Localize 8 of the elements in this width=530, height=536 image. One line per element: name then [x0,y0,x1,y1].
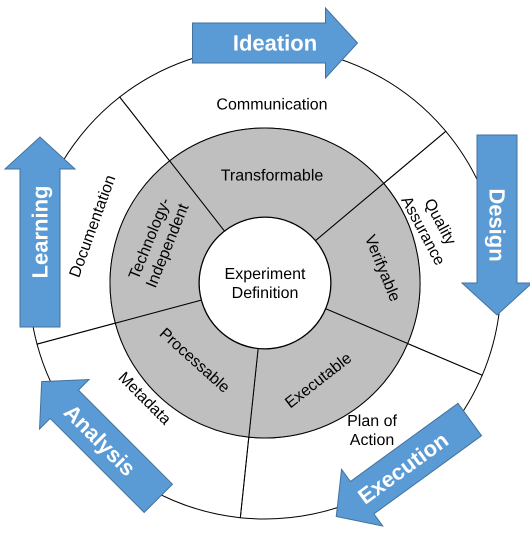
block-arrow [192,6,358,80]
block-arrow [460,134,530,316]
segment-label: Communication [216,96,328,114]
center-label: Experiment Definition [224,266,306,302]
arrow-label: Ideation [232,30,318,56]
arrow-label: Design [484,188,510,262]
arrow-label: Learning [28,186,53,278]
segment-label: Transformable [220,168,324,185]
